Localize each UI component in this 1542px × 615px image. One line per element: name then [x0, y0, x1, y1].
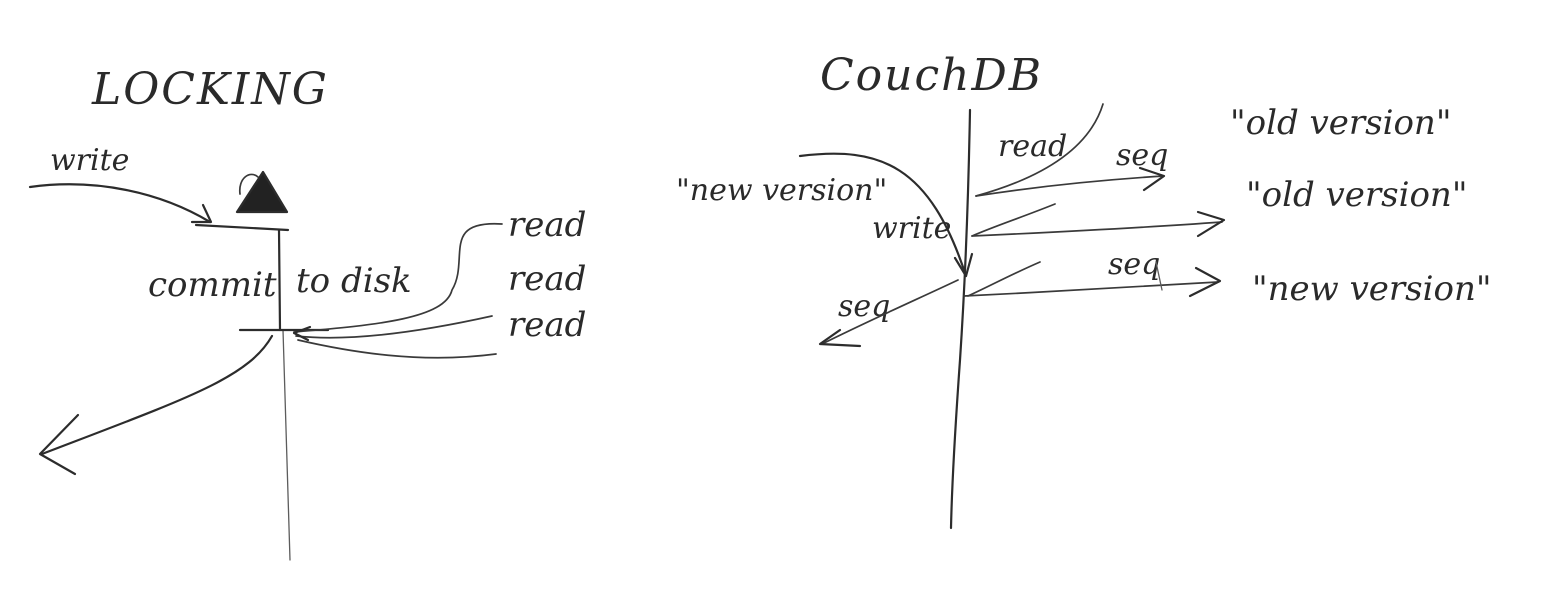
couchdb-read-stroke: [975, 103, 1104, 197]
couchdb-response-label: "old version": [1246, 175, 1467, 215]
locking-write-arrowhead: [190, 203, 213, 224]
couchdb-response-arrow: [963, 281, 1219, 297]
locking-read-arrow: [297, 339, 497, 359]
couchdb-read-label: read: [998, 129, 1067, 164]
couchdb-seq-label: seq: [1116, 138, 1168, 173]
couchdb-response-arrow: [975, 175, 1165, 197]
couchdb-seq-return-arrow: [821, 279, 959, 345]
locking-timeline-lower: [282, 329, 291, 561]
locking-return-arrowhead: [38, 413, 80, 476]
couchdb-write-arrow: [798, 152, 968, 278]
locking-commit-label: commit: [148, 265, 277, 305]
couchdb-read-stroke: [967, 261, 1041, 297]
locking-read-label: read: [508, 205, 586, 245]
couchdb-seq-return-arrowhead: [818, 328, 862, 348]
locking-write-label: write: [50, 143, 129, 178]
locking-return-arrow: [40, 334, 274, 456]
lock-icon: [235, 170, 289, 214]
locking-timeline-upper: [277, 228, 282, 332]
couchdb-title: CouchDB: [820, 50, 1043, 101]
couchdb-seq-label: seq: [838, 289, 890, 324]
couchdb-response-label: "old version": [1230, 103, 1451, 143]
locking-read-arrow: [293, 222, 503, 333]
locking-write-arrow: [28, 183, 212, 224]
lock-shackle: [239, 173, 259, 195]
locking-read-arrow: [295, 315, 493, 339]
couchdb-new-version-quote: "new version": [676, 173, 887, 208]
couchdb-seq-label: seq: [1108, 247, 1160, 282]
locking-title: LOCKING: [91, 64, 329, 115]
couchdb-write-arrowhead: [953, 252, 974, 278]
locking-diagram: LOCKING write commit to disk read read r…: [28, 64, 586, 561]
couchdb-response-arrowhead: [1196, 210, 1226, 238]
locking-to-disk-label: to disk: [296, 261, 412, 301]
couchdb-timeline: [949, 108, 972, 530]
couchdb-seq-tick: [1155, 261, 1163, 291]
couchdb-response-label: "new version": [1252, 269, 1491, 309]
couchdb-response-arrowhead: [1138, 166, 1166, 192]
locking-read-label: read: [508, 305, 586, 345]
couchdb-read-stroke: [971, 203, 1056, 237]
locking-read-arrowhead: [292, 325, 312, 342]
couchdb-response-arrowhead: [1188, 266, 1222, 298]
couchdb-response-arrow: [971, 221, 1223, 237]
locking-read-label: read: [508, 259, 586, 299]
couchdb-write-label: write: [872, 211, 951, 246]
couchdb-diagram: CouchDB "new version" write read seq seq…: [676, 50, 1491, 530]
locking-top-bar: [194, 223, 290, 232]
